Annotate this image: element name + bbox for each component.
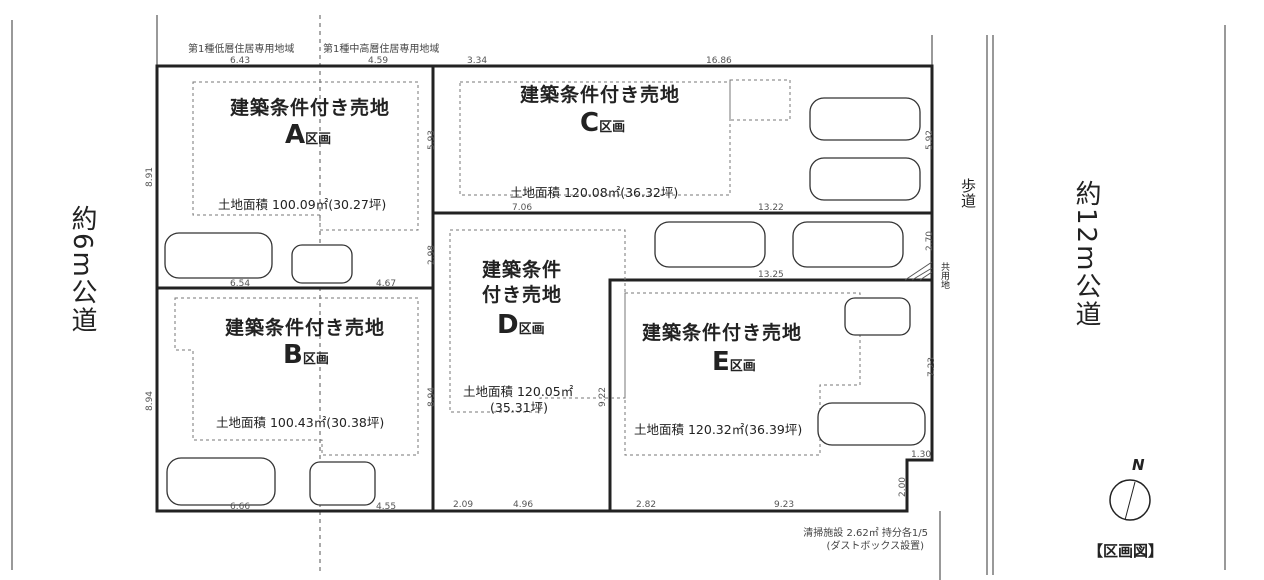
lot-e-title: 建築条件付き売地 [642,322,803,344]
cleaning-facility-note: 清掃施設 2.62㎡ 持分各1/5 [803,528,928,539]
lot-d-title-2: 付き売地 [482,284,563,306]
lot-d-area-1: 土地面積 120.05㎡ [463,384,574,399]
lot-a-label: A区画 [285,120,332,150]
dim: 2.00 [898,476,909,498]
car [809,157,921,201]
dim: 2.82 [636,500,657,510]
north-icon: N [1132,456,1145,474]
dim: 16.86 [706,56,732,66]
car [654,221,766,268]
dim: 8.94 [427,386,438,408]
lot-e-label: E区画 [712,347,756,377]
shared-land-label: 共用地 [939,262,949,289]
lot-c-area: 土地面積 120.08㎡(36.32坪) [510,185,679,200]
car [309,461,376,506]
lot-d-title-1: 建築条件 [482,259,563,281]
right-road-label: 約12m公道 [1071,180,1101,329]
dim: 7.06 [512,203,533,213]
dim: 8.94 [145,390,156,412]
dim: 13.25 [758,270,784,280]
car [809,97,921,141]
car [166,457,276,506]
lot-e-area: 土地面積 120.32㎡(36.39坪) [634,422,803,437]
dim: 5.93 [427,129,438,151]
lot-d-label: D区画 [497,310,545,340]
lot-d-area-2: (35.31坪) [490,400,549,415]
dim: 2.70 [925,230,936,252]
dim: 5.92 [925,129,936,151]
dim: 9.23 [774,500,795,510]
lot-a-title: 建築条件付き売地 [230,97,391,119]
lot-b-label: B区画 [283,340,329,370]
lot-b-area: 土地面積 100.43㎡(30.38坪) [216,415,385,430]
dim: 3.34 [467,56,488,66]
dim: 6.66 [230,502,251,512]
car [164,232,273,279]
dim: 4.59 [368,56,389,66]
left-road-label: 約6m公道 [67,205,97,335]
car [817,402,926,446]
dim: 7.23 [927,356,938,378]
dim: 6.54 [230,279,251,289]
lot-c-title: 建築条件付き売地 [520,84,681,106]
dim: 4.96 [513,500,534,510]
dustbox-note: (ダストボックス設置) [826,541,924,552]
zone-label-right: 第1種中高層住居専用地域 [323,44,440,55]
lot-b-title: 建築条件付き売地 [225,317,386,339]
lot-a-area: 土地面積 100.09㎡(30.27坪) [218,197,387,212]
legend-title: 【区画図】 [1088,542,1164,560]
car [844,297,911,336]
dim: 6.43 [230,56,251,66]
dim: 2.09 [453,500,474,510]
car [291,244,353,284]
dim: 4.67 [376,279,397,289]
dim: 1.30 [911,450,932,460]
lot-c-label: C区画 [580,108,626,138]
dim: 9.22 [598,386,609,408]
dim: 4.55 [376,502,397,512]
car [792,221,904,268]
dim: 8.91 [145,166,156,188]
sidewalk-label: 歩道 [959,178,977,208]
dim: 13.22 [758,203,784,213]
zone-label-left: 第1種低層住居専用地域 [188,44,295,55]
dim: 2.98 [427,244,438,266]
